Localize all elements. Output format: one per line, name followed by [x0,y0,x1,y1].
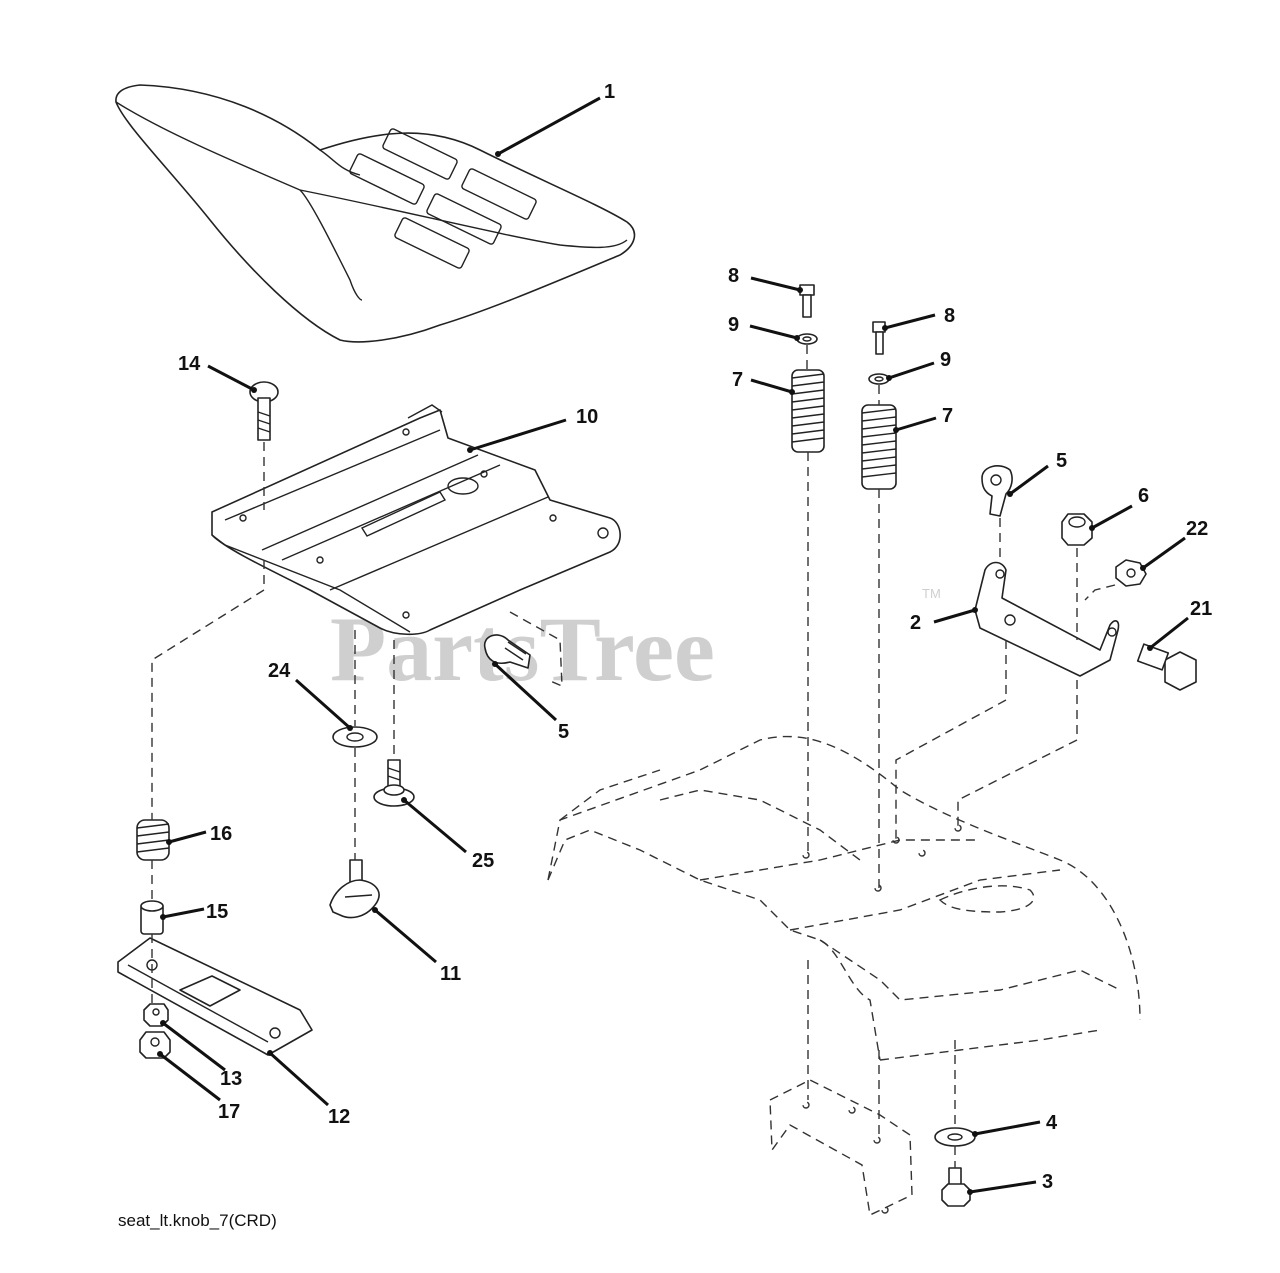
nut-part-22 [1115,559,1147,587]
clip-part-left [483,634,531,669]
spring-part-right [861,404,897,490]
callout-13: 13 [220,1068,242,1090]
callout-3: 3 [1042,1171,1053,1193]
assembly-lines [151,345,1116,1168]
seat-pan-part [211,404,621,636]
diagram-caption: seat_lt.knob_7(CRD) [118,1211,277,1230]
callout-14: 14 [178,353,201,375]
seat-part [115,84,636,343]
knob-part [329,859,380,919]
compression-spring-part [136,819,170,861]
lower-washer-part [934,1127,976,1147]
flange-bolt-part [373,759,415,807]
callout-5-right: 5 [1056,450,1067,472]
callout-11: 11 [440,963,461,985]
slide-plate-part [117,937,313,1056]
flange-nut-part [139,1031,171,1059]
bracket-part [974,561,1120,677]
callout-2: 2 [910,612,921,634]
lower-bolt-part [941,1167,971,1207]
washer-part-right [868,373,890,385]
flat-washer-part [332,726,378,748]
washer-part-left [796,333,818,345]
callout-16: 16 [210,823,232,845]
callout-6: 6 [1138,485,1149,507]
shoulder-bolt-part [1136,643,1197,691]
callout-17: 17 [218,1101,240,1123]
clip-part-right [981,465,1013,517]
callout-8-left: 8 [728,265,739,287]
callout-8-right: 8 [944,305,955,327]
callout-15: 15 [206,901,228,923]
callout-5-left: 5 [558,721,569,743]
callout-12: 12 [328,1106,350,1128]
spacer-part [140,900,164,935]
callout-9-left: 9 [728,314,739,336]
callout-4: 4 [1046,1112,1058,1134]
leader-lines [157,96,1189,1195]
watermark-trademark: TM [922,586,941,601]
callout-21: 21 [1190,598,1212,620]
fender-frame-outline [547,735,1141,1217]
callout-7-right: 7 [942,405,953,427]
callout-1: 1 [604,81,615,103]
spring-part-left [791,369,825,453]
nut-part [1061,513,1093,546]
callout-10: 10 [576,406,598,428]
callout-25: 25 [472,850,494,872]
callout-24: 24 [268,660,291,682]
callout-7-left: 7 [732,369,743,391]
callout-labels: 1 14 10 8 8 9 9 7 7 5 5 6 22 2 21 24 25 … [178,81,1212,1193]
carriage-bolt-part [249,381,279,441]
callout-22: 22 [1186,518,1208,540]
callout-9-right: 9 [940,349,951,371]
